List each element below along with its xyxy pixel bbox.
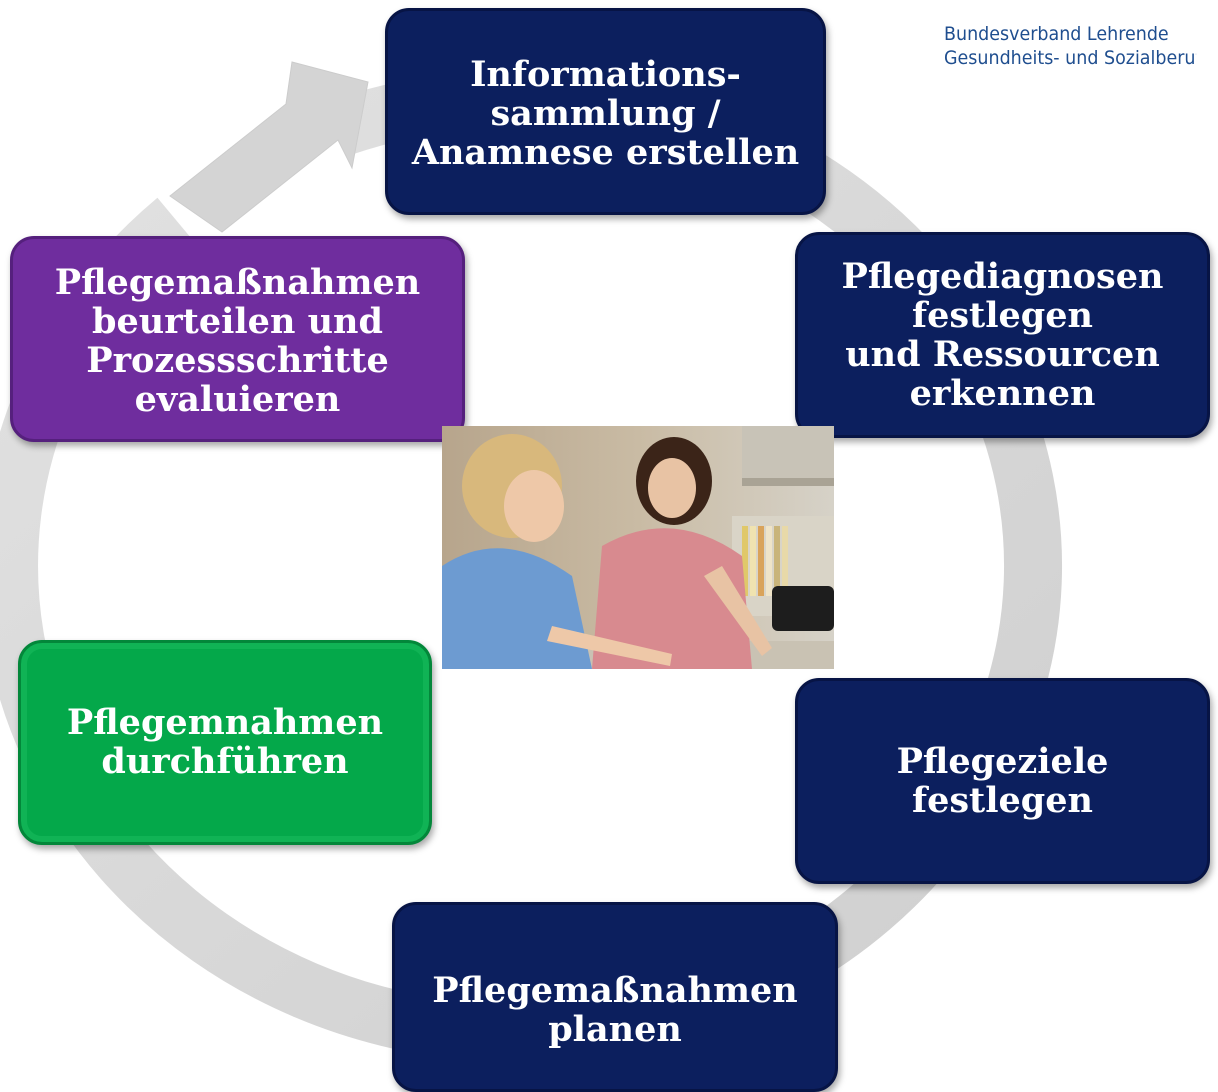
nurse-blue-scrubs (442, 434, 672, 669)
step-anamnese-label: Informations- sammlung / Anamnese erstel… (411, 54, 800, 173)
two-nurses-photo (442, 426, 834, 669)
step-pflegediagnosen-box: Pflegediagnosen festlegen und Ressourcen… (795, 232, 1210, 438)
step-anamnese-box: Informations- sammlung / Anamnese erstel… (385, 8, 826, 215)
step-pflegeziele-box: Pflegeziele festlegen (795, 678, 1210, 884)
step-durchfuehren-label: Pflegemnahmen durchführen (66, 702, 384, 782)
step-pflegeziele-label: Pflegeziele festlegen (896, 741, 1109, 821)
organization-header: Bundesverband Lehrende Gesundheits- und … (944, 22, 1196, 70)
step-planen-label: Pflegemaßnahmen planen (432, 970, 798, 1050)
cycle-arrow-head (169, 61, 369, 233)
organization-name-line1: Bundesverband Lehrende (944, 23, 1169, 45)
step-evaluieren-box: Pflegemaßnahmen beurteilen und Prozesssc… (10, 236, 465, 442)
file-folders (742, 526, 788, 596)
step-planen-box: Pflegemaßnahmen planen (392, 902, 838, 1092)
step-durchfuehren-box: Pflegemnahmen durchführen (18, 640, 432, 845)
step-pflegediagnosen-label: Pflegediagnosen festlegen und Ressourcen… (841, 256, 1164, 414)
nurse-pink-scrubs (592, 437, 772, 669)
organization-name-line2: Gesundheits- und Sozialberufe (944, 47, 1197, 69)
step-evaluieren-label: Pflegemaßnahmen beurteilen und Prozesssc… (54, 262, 421, 420)
